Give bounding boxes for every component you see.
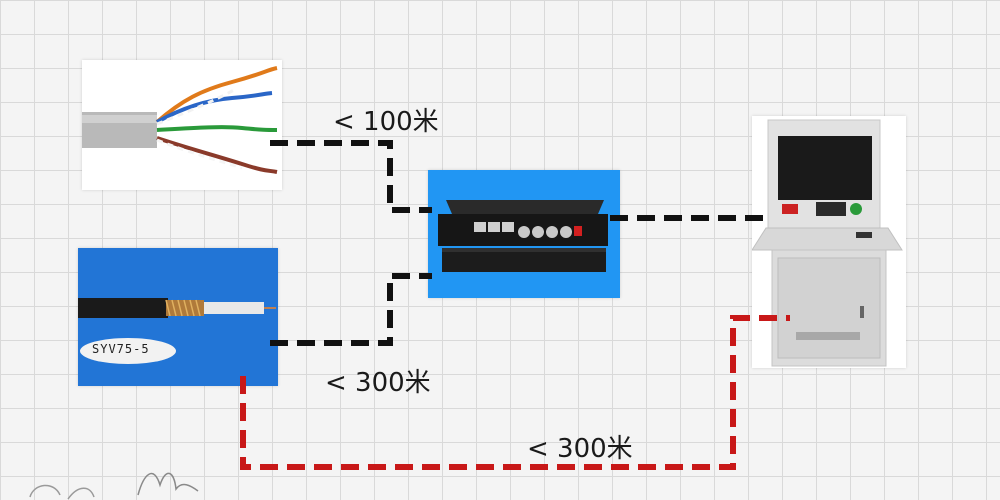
coax-distance-label: < 300米 [325, 368, 431, 398]
coax-tag-text: SYV75-5 [92, 342, 150, 356]
twisted-pair-distance-label: < 100米 [333, 107, 439, 137]
coax-cable-image: SYV75-5 [78, 248, 278, 386]
coax-link [270, 273, 432, 346]
optical-converter-image [428, 170, 620, 298]
twisted-pair-link [270, 140, 432, 213]
red-link [240, 315, 790, 470]
twisted-pair-cable-image [82, 60, 282, 190]
kiosk-terminal-image [751, 116, 906, 368]
red-link-distance-label: < 300米 [527, 434, 633, 464]
decorative-doodle [29, 472, 199, 500]
